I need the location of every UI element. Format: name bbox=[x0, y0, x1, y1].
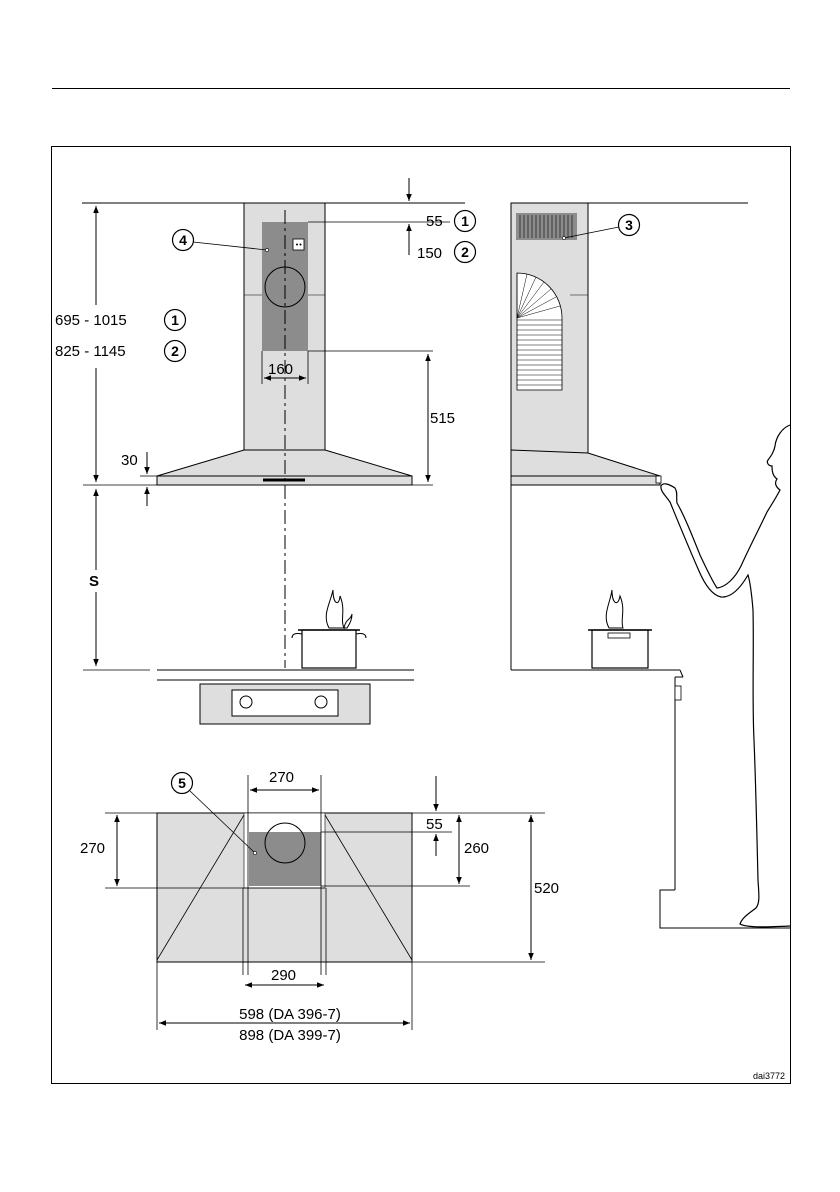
person-silhouette bbox=[661, 425, 790, 927]
thickness-30-label: 30 bbox=[121, 452, 138, 469]
callout-2-left: 2 bbox=[171, 343, 179, 359]
callout-1-left: 1 bbox=[171, 312, 179, 328]
fixing-zone-plan bbox=[249, 832, 321, 886]
offset-55-bottom-label: 55 bbox=[426, 816, 443, 833]
width-598-label: 598 (DA 396-7) bbox=[239, 1006, 341, 1023]
depth-520-label: 520 bbox=[534, 880, 559, 897]
flame-icon-side bbox=[606, 590, 623, 628]
depth-260-label: 260 bbox=[464, 840, 489, 857]
width-160-label: 160 bbox=[268, 361, 293, 378]
width-898-label: 898 (DA 399-7) bbox=[239, 1027, 341, 1044]
side-canopy bbox=[511, 450, 660, 476]
side-view: 3 bbox=[511, 203, 790, 928]
offset-150-label: 150 bbox=[417, 245, 442, 262]
socket-icon bbox=[293, 239, 304, 250]
cooking-pot-front bbox=[292, 590, 366, 668]
safety-distance-label: S bbox=[89, 573, 99, 590]
callout-5: 5 bbox=[178, 775, 186, 791]
offset-55-label: 55 bbox=[426, 213, 443, 230]
callout-2-top: 2 bbox=[461, 244, 469, 260]
bottom-view: 270 270 55 260 520 290 598 (DA 396-7) 89… bbox=[80, 769, 559, 1044]
width-270-top-label: 270 bbox=[269, 769, 294, 786]
width-290-label: 290 bbox=[271, 967, 296, 984]
flame-icon bbox=[326, 590, 352, 628]
front-view: 55 150 1 2 4 695 - 1015 1 825 - 1145 2 1… bbox=[55, 178, 476, 724]
cooking-pot-side bbox=[588, 590, 652, 668]
height-515-label: 515 bbox=[430, 410, 455, 427]
depth-270-left-label: 270 bbox=[80, 840, 105, 857]
callout-4: 4 bbox=[179, 232, 187, 248]
callout-1-top: 1 bbox=[461, 213, 469, 229]
callout-3: 3 bbox=[625, 217, 633, 233]
height-range-2-label: 825 - 1145 bbox=[55, 343, 126, 360]
height-range-1-label: 695 - 1015 bbox=[55, 312, 127, 329]
figure-code: dai3772 bbox=[753, 1071, 785, 1081]
